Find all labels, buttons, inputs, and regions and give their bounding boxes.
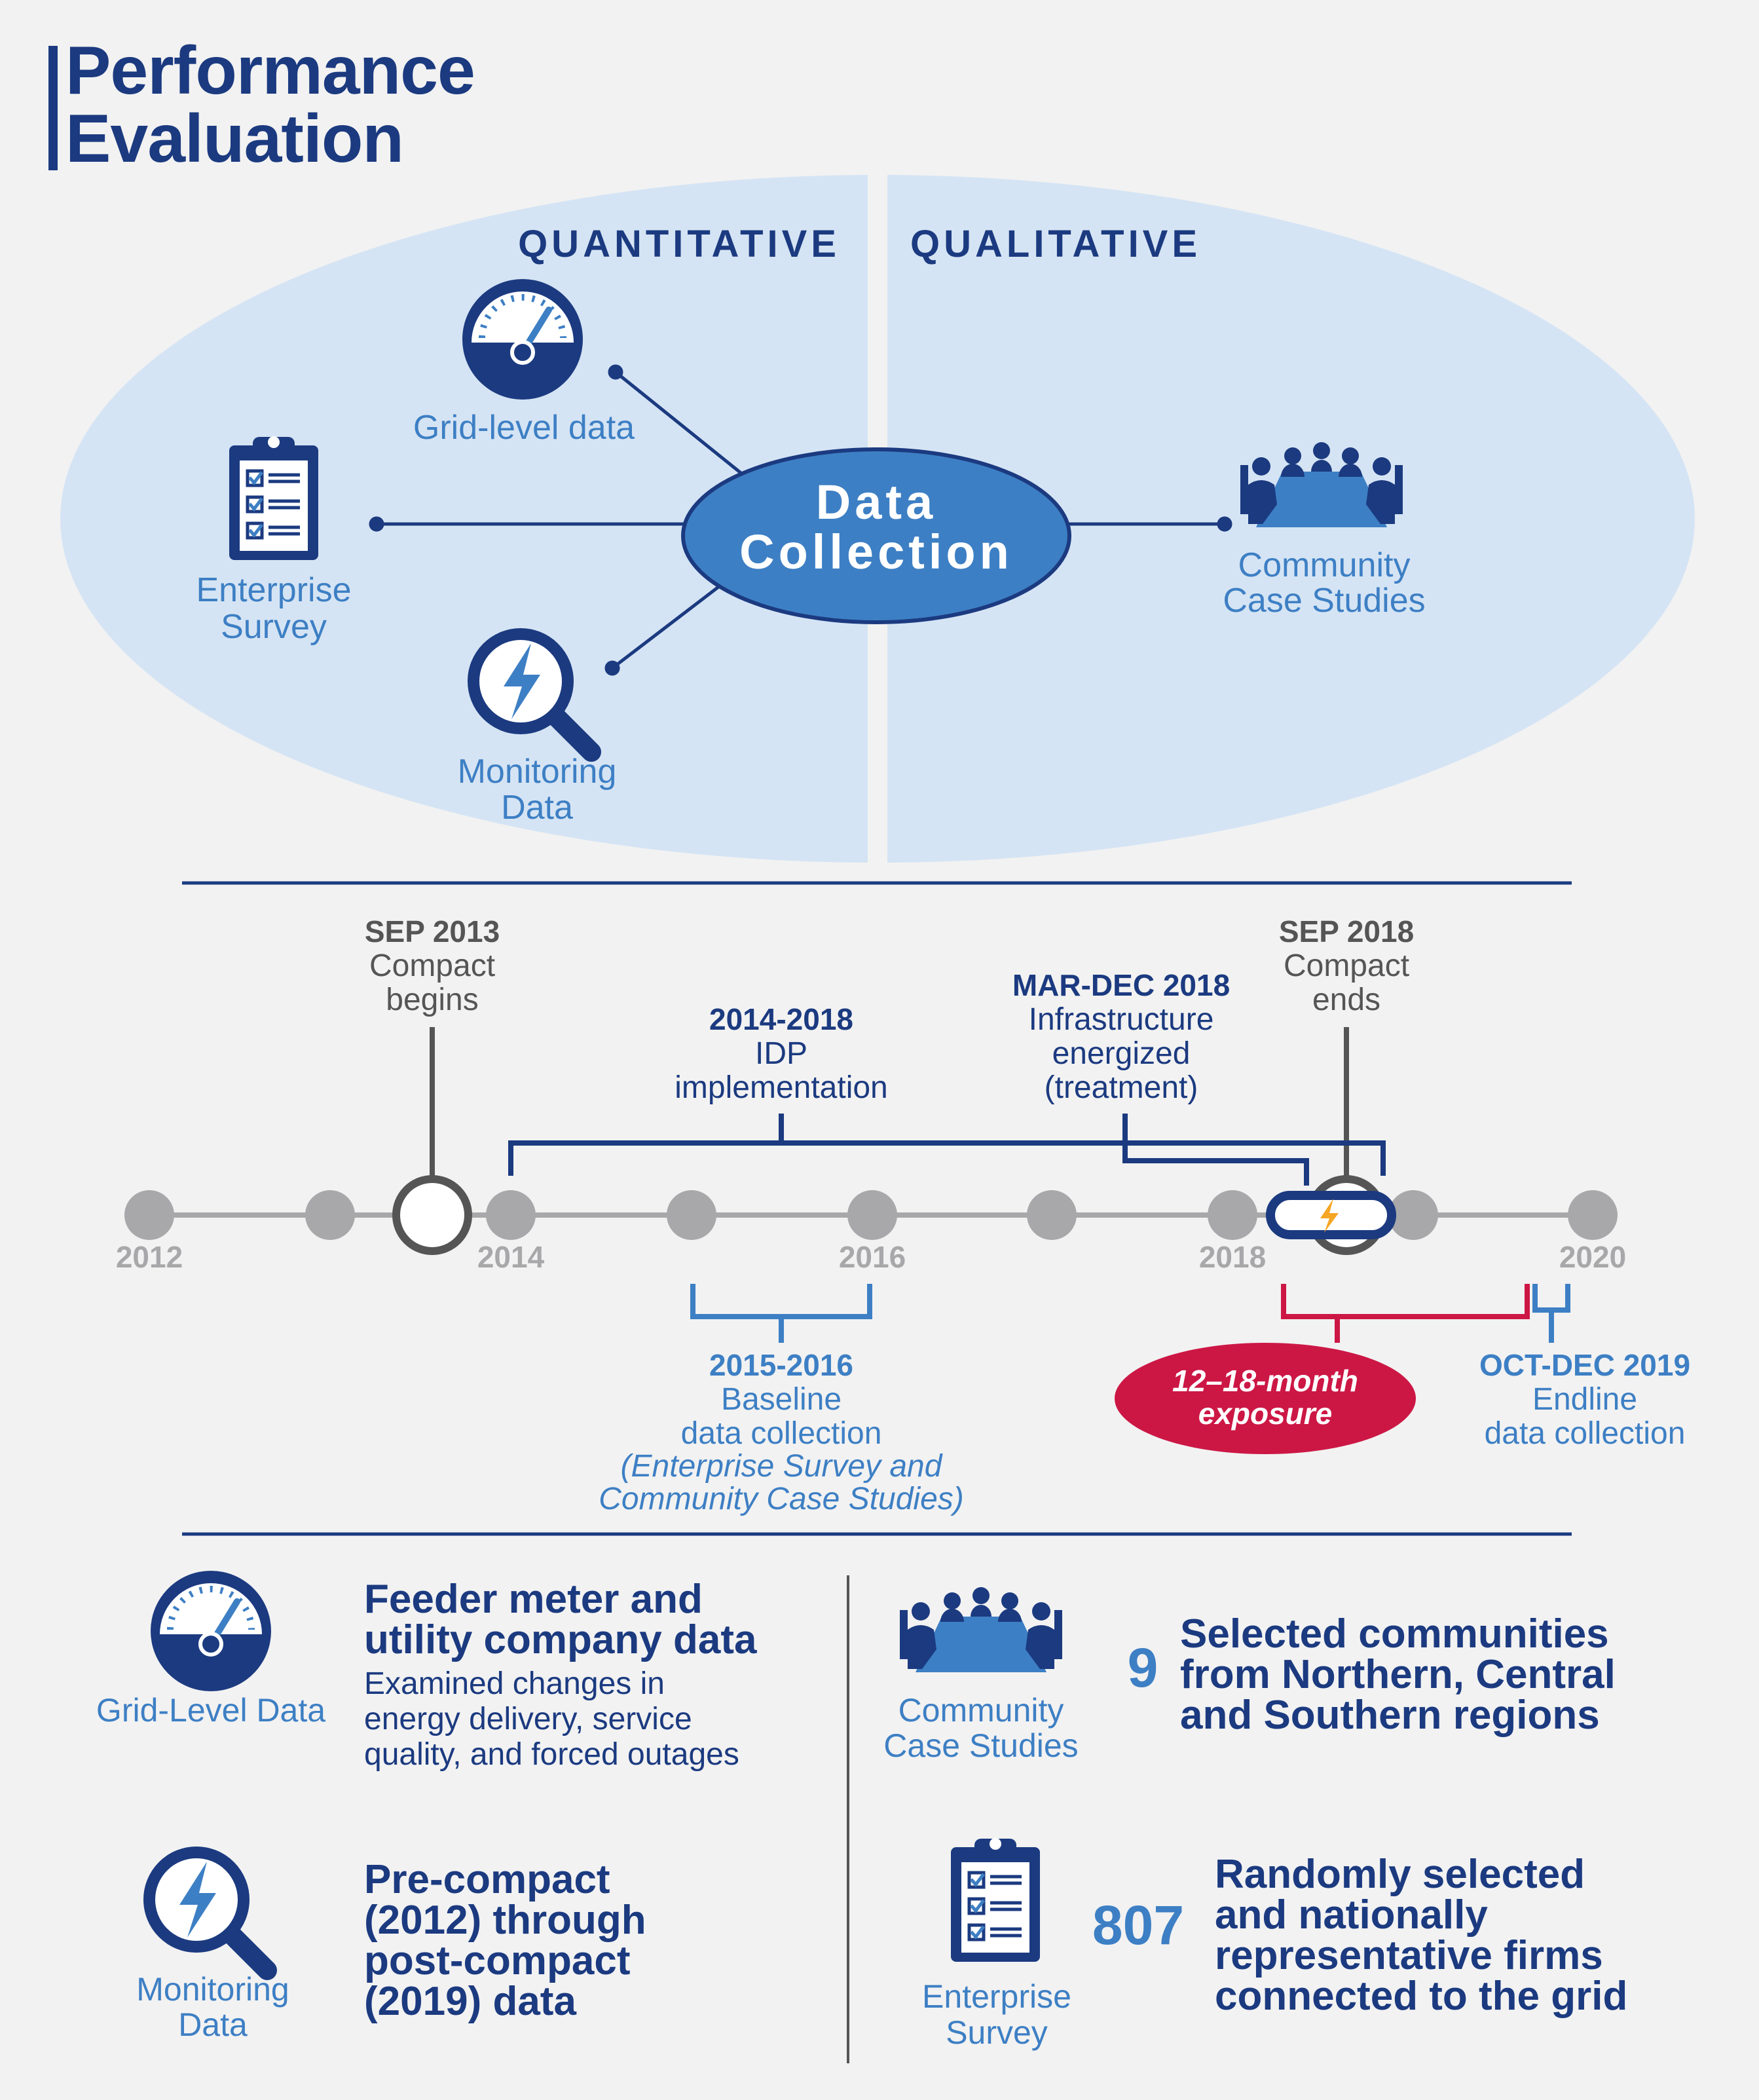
endline-bracket xyxy=(1532,1284,1570,1343)
baseline-line1: Baseline xyxy=(721,1382,842,1417)
source-community-heading-line1: Selected communities xyxy=(1180,1611,1609,1657)
baseline-date: 2015-2016 xyxy=(709,1348,853,1382)
exposure-bracket xyxy=(1281,1284,1530,1343)
baseline-bracket xyxy=(690,1284,872,1343)
source-community-heading-line3: and Southern regions xyxy=(1180,1693,1600,1738)
sep2013-line2: begins xyxy=(386,983,478,1017)
endline-line2: data collection xyxy=(1485,1416,1686,1451)
sep2013-date: SEP 2013 xyxy=(365,914,500,948)
source-grid-heading-line1: Feeder meter and xyxy=(364,1577,703,1622)
community-label-line1: Community xyxy=(1238,546,1411,584)
source-community-number: 9 xyxy=(1128,1637,1158,1698)
source-enterprise-clipboard-icon xyxy=(951,1838,1040,1962)
year-label-2012: 2012 xyxy=(116,1240,183,1274)
source-enterprise-heading-line3: representative firms xyxy=(1215,1933,1603,1978)
source-monitoring-magnifier-icon xyxy=(149,1852,267,1970)
source-monitoring-heading-line1: Pre-compact xyxy=(364,1857,610,1902)
sep2018-line2: ends xyxy=(1312,983,1380,1017)
exposure-line1: 12–18-month xyxy=(1172,1364,1358,1398)
source-grid-heading-line2: utility company data xyxy=(364,1617,757,1662)
endline-line1: Endline xyxy=(1532,1382,1637,1417)
source-enterprise-label-line1: Enterprise xyxy=(922,1978,1071,2015)
title-accent-bar xyxy=(48,46,58,170)
page-title: Performance Evaluation xyxy=(65,33,475,177)
source-community-meeting-icon xyxy=(900,1587,1062,1672)
sep2018-line1: Compact xyxy=(1284,948,1409,983)
source-enterprise-heading-line4: connected to the grid xyxy=(1215,1974,1627,2019)
source-enterprise-heading-line1: Randomly selected xyxy=(1215,1852,1585,1897)
quantitative-label: QUANTITATIVE xyxy=(518,223,840,265)
sep2018-date: SEP 2018 xyxy=(1279,914,1414,948)
baseline-line2: data collection xyxy=(681,1416,882,1451)
dot-2018 xyxy=(1208,1190,1257,1240)
source-monitoring-heading-line3: post-compact xyxy=(364,1938,630,1983)
enterprise-label-line2: Survey xyxy=(221,608,327,646)
source-monitoring-heading-line2: (2012) through xyxy=(364,1898,646,1943)
endline-date: OCT-DEC 2019 xyxy=(1479,1348,1690,1382)
timeline-dots xyxy=(124,1190,1618,1240)
mar-dec-line3: (treatment) xyxy=(1045,1070,1198,1105)
source-community-label-line1: Community xyxy=(898,1692,1064,1729)
source-monitoring-heading-line4: (2019) data xyxy=(364,1979,576,2024)
source-monitoring-label-line2: Data xyxy=(178,2006,248,2043)
baseline-line4: Community Case Studies) xyxy=(599,1482,964,1516)
year-label-2020: 2020 xyxy=(1559,1240,1626,1274)
mar-dec-date: MAR-DEC 2018 xyxy=(1012,968,1230,1002)
sep2013-line1: Compact xyxy=(369,948,495,983)
source-monitoring-label-line1: Monitoring xyxy=(136,1971,289,2008)
connectors xyxy=(369,364,1232,676)
idp-date: 2014-2018 xyxy=(709,1002,853,1036)
dot-2016 xyxy=(847,1190,897,1240)
source-community-label-line2: Case Studies xyxy=(883,1727,1078,1764)
year-label-2018: 2018 xyxy=(1199,1240,1266,1274)
mar-dec-line2: energized xyxy=(1052,1036,1191,1071)
hub-label-line2: Collection xyxy=(739,525,1013,579)
lightning-icon xyxy=(1320,1199,1339,1233)
source-grid-desc-line2: energy delivery, service xyxy=(364,1702,692,1736)
grid-level-label: Grid-level data xyxy=(413,409,635,447)
idp-line2: implementation xyxy=(675,1070,888,1105)
grid-level-gauge-icon xyxy=(462,279,583,400)
dot-2020 xyxy=(1568,1190,1618,1240)
mar-dec-line1: Infrastructure xyxy=(1029,1002,1214,1037)
source-grid-gauge-icon xyxy=(151,1571,271,1691)
source-grid-desc-line1: Examined changes in xyxy=(364,1666,665,1701)
source-enterprise-heading-line2: and nationally xyxy=(1215,1892,1488,1938)
qualitative-label: QUALITATIVE xyxy=(910,223,1201,265)
baseline-line3: (Enterprise Survey and xyxy=(621,1449,943,1484)
dot-2015 xyxy=(667,1190,716,1240)
mar-dec-bracket xyxy=(1122,1114,1309,1186)
dot-2017 xyxy=(1027,1190,1077,1240)
enterprise-clipboard-icon xyxy=(229,436,318,560)
idp-bracket xyxy=(508,1114,1386,1176)
dot-2019 xyxy=(1388,1190,1438,1240)
exposure-badge xyxy=(1115,1343,1416,1454)
data-collection-hub xyxy=(681,447,1071,624)
enterprise-label-line1: Enterprise xyxy=(196,571,352,609)
exposure-line2: exposure xyxy=(1198,1397,1333,1431)
source-community-heading-line2: from Northern, Central xyxy=(1180,1652,1616,1697)
monitoring-label-line2: Data xyxy=(501,789,573,827)
source-enterprise-label-line2: Survey xyxy=(946,2014,1048,2051)
hub-label-line1: Data xyxy=(816,475,936,529)
dot-2013 xyxy=(305,1190,355,1240)
dot-2012 xyxy=(124,1190,174,1240)
year-label-2016: 2016 xyxy=(839,1240,906,1274)
compact-begins-marker xyxy=(392,1175,472,1255)
idp-line1: IDP xyxy=(755,1036,807,1071)
year-label-2014: 2014 xyxy=(477,1240,545,1274)
community-label-line2: Case Studies xyxy=(1223,582,1425,620)
monitoring-label-line1: Monitoring xyxy=(458,753,617,791)
year-labels: 2012 2014 2016 2018 2020 xyxy=(116,1240,1626,1274)
quantitative-panel xyxy=(60,175,868,863)
source-grid-desc-line3: quality, and forced outages xyxy=(364,1737,739,1772)
source-enterprise-number: 807 xyxy=(1092,1894,1184,1956)
source-grid-label: Grid-Level Data xyxy=(96,1692,325,1729)
dot-2014 xyxy=(486,1190,536,1240)
